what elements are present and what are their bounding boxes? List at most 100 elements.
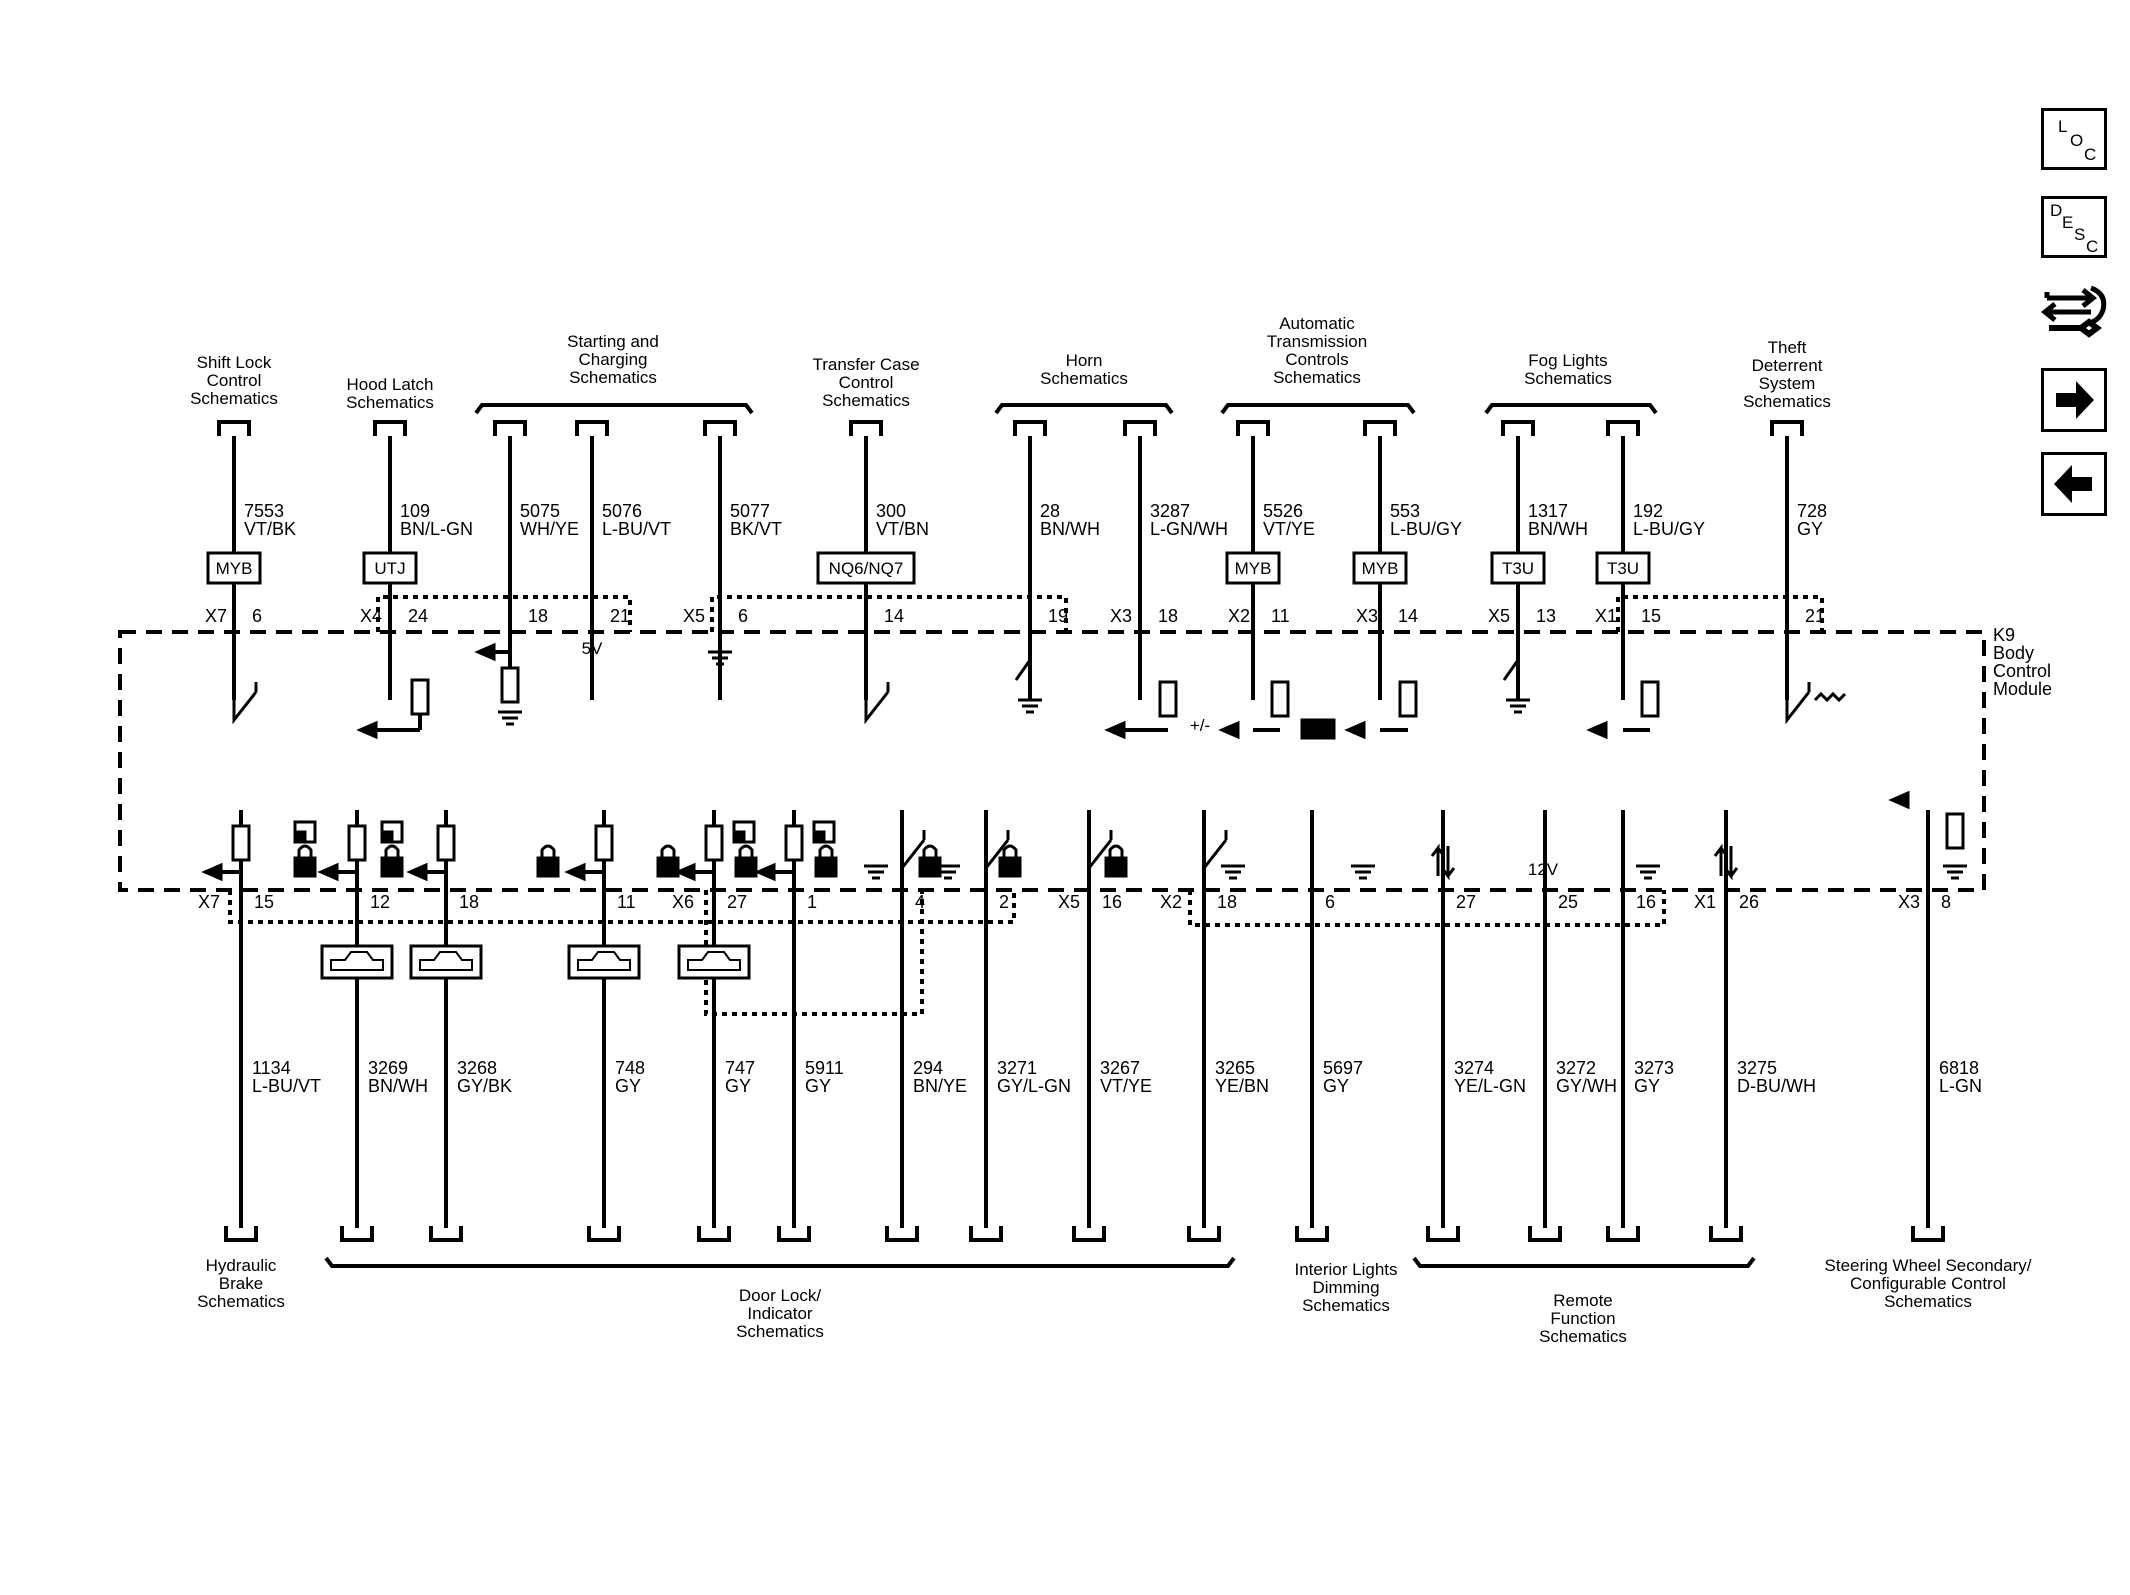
wire-connector-plug bbox=[575, 420, 609, 436]
wire-color: BN/WH bbox=[1040, 519, 1100, 539]
wire-connector-plug bbox=[1426, 1226, 1460, 1242]
bottom-group-brace bbox=[324, 1256, 1236, 1268]
padlock-icon bbox=[814, 856, 838, 878]
top-group-title: Hood Latch bbox=[347, 375, 434, 394]
bottom-group-title: Schematics bbox=[1302, 1296, 1390, 1315]
top-group-brace bbox=[1220, 403, 1416, 415]
lock-icon bbox=[297, 844, 313, 858]
ground-icon bbox=[936, 864, 960, 880]
wire-connector-plug bbox=[1501, 420, 1535, 436]
wire-color: L-BU/GY bbox=[1390, 519, 1462, 539]
bottom-group-title: Indicator bbox=[747, 1304, 813, 1323]
wire-color: GY bbox=[725, 1076, 751, 1096]
bottom-group-title: Steering Wheel Secondary/ bbox=[1825, 1256, 2032, 1275]
arrow-icon bbox=[201, 862, 223, 882]
vehicle-icon bbox=[330, 951, 384, 971]
wire-connector-plug bbox=[1123, 420, 1157, 436]
connector-bracket-bottom bbox=[1188, 890, 1666, 927]
wire-color: L-BU/VT bbox=[252, 1076, 321, 1096]
car-door-icon bbox=[660, 844, 676, 858]
pin-number: 18 bbox=[1158, 606, 1178, 626]
connector-repair-icon[interactable] bbox=[2040, 278, 2111, 344]
bottom-group-brace bbox=[1412, 1256, 1756, 1268]
switch-icon bbox=[1202, 830, 1228, 873]
resistor-icon bbox=[1270, 680, 1290, 718]
arrow-icon bbox=[1888, 790, 1910, 810]
ground-icon bbox=[1018, 698, 1042, 714]
pin-number: 14 bbox=[884, 606, 904, 626]
desc-letter-s: S bbox=[2074, 225, 2086, 244]
wire-connector-plug bbox=[1013, 420, 1047, 436]
wire-connector-plug bbox=[1187, 1226, 1221, 1242]
resistor-icon bbox=[231, 824, 251, 862]
wire-color: GY bbox=[1797, 519, 1823, 539]
top-group-title: Control bbox=[839, 373, 894, 392]
top-group-title: Deterrent bbox=[1752, 356, 1823, 375]
connector-id: X4 bbox=[360, 606, 382, 626]
resistor-icon bbox=[347, 824, 367, 862]
pin-number: 15 bbox=[1641, 606, 1661, 626]
bottom-group-title: Hydraulic bbox=[206, 1256, 277, 1275]
previous-page-button[interactable] bbox=[2041, 452, 2107, 516]
vehicle-icon bbox=[419, 951, 473, 971]
location-button[interactable]: L O C bbox=[2041, 108, 2107, 170]
top-group-title: Schematics bbox=[1743, 392, 1831, 411]
vehicle-box bbox=[567, 944, 641, 980]
ground-icon bbox=[1221, 864, 1245, 880]
bottom-group-title: Dimming bbox=[1312, 1278, 1379, 1297]
wire-color: VT/BK bbox=[244, 519, 296, 539]
top-group-brace bbox=[994, 403, 1174, 415]
car-door-icon bbox=[540, 844, 556, 858]
pin-number: 26 bbox=[1739, 892, 1759, 912]
wire-connector-plug bbox=[885, 1226, 919, 1242]
arrow-icon bbox=[564, 862, 586, 882]
description-button[interactable]: D E S C bbox=[2041, 196, 2107, 258]
pin-number: 16 bbox=[1636, 892, 1656, 912]
module-name: Control bbox=[1993, 661, 2051, 681]
circuit-number: 3271 bbox=[997, 1058, 1037, 1078]
pin-number: 14 bbox=[1398, 606, 1418, 626]
option-code: MYB bbox=[216, 559, 253, 578]
option-box bbox=[1225, 551, 1281, 585]
wire-color: YE/BN bbox=[1215, 1076, 1269, 1096]
wire-color: D-BU/WH bbox=[1737, 1076, 1816, 1096]
circuit-number: 5075 bbox=[520, 501, 560, 521]
option-code: T3U bbox=[1607, 559, 1639, 578]
connector-id: X5 bbox=[683, 606, 705, 626]
wire-color: GY/BK bbox=[457, 1076, 512, 1096]
pin-number: 2 bbox=[999, 892, 1009, 912]
pin-number: 19 bbox=[1048, 606, 1068, 626]
pin-number: 11 bbox=[1271, 606, 1290, 626]
next-page-button[interactable] bbox=[2041, 368, 2107, 432]
padlock-icon bbox=[1002, 844, 1018, 858]
connector-bracket-top bbox=[376, 595, 632, 632]
wire-color: GY/WH bbox=[1556, 1076, 1617, 1096]
circuit-number: 3268 bbox=[457, 1058, 497, 1078]
wire-connector-plug bbox=[1295, 1226, 1329, 1242]
car-door-icon bbox=[656, 856, 680, 878]
circuit-number: 747 bbox=[725, 1058, 755, 1078]
top-group-title: Schematics bbox=[190, 389, 278, 408]
pin-number: 15 bbox=[254, 892, 274, 912]
top-group-title: Starting and bbox=[567, 332, 659, 351]
ground-icon bbox=[708, 650, 732, 666]
car-door-icon bbox=[536, 856, 560, 878]
wire-color: VT/BN bbox=[876, 519, 929, 539]
top-group-title: Schematics bbox=[1040, 369, 1128, 388]
circuit-number: 3273 bbox=[1634, 1058, 1674, 1078]
circuit-number: 294 bbox=[913, 1058, 943, 1078]
bottom-group-title: Schematics bbox=[1539, 1327, 1627, 1346]
circuit-number: 3265 bbox=[1215, 1058, 1255, 1078]
wire-color: GY bbox=[805, 1076, 831, 1096]
resistor-icon bbox=[410, 678, 430, 716]
arrow-icon bbox=[474, 642, 496, 662]
circuit-number: 3287 bbox=[1150, 501, 1190, 521]
ground-icon bbox=[1636, 864, 1660, 880]
wire-connector-plug bbox=[373, 420, 407, 436]
circuit-number: 3269 bbox=[368, 1058, 408, 1078]
lock-icon bbox=[1104, 856, 1128, 878]
top-group-title: Fog Lights bbox=[1528, 351, 1607, 370]
circuit-number: 748 bbox=[615, 1058, 645, 1078]
option-box bbox=[1352, 551, 1408, 585]
circuit-number: 1317 bbox=[1528, 501, 1568, 521]
